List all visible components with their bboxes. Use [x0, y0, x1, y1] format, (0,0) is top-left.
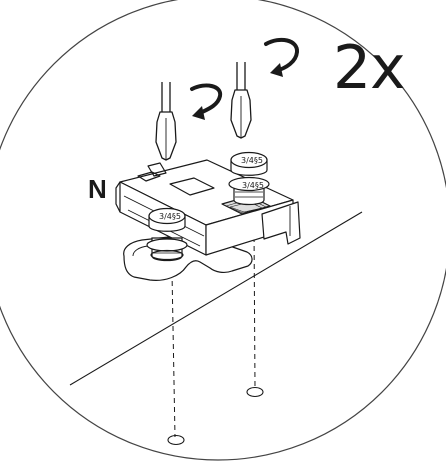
- rotation-arrow-icon: [264, 37, 299, 73]
- screw-right: 3/4§5 3/4§5: [228, 151, 270, 206]
- mounting-plate: [115, 159, 301, 281]
- drill-hole-left: [167, 434, 185, 446]
- side-marker-label: N: [88, 174, 107, 204]
- screw-washer-mark-right: 3/4§5: [242, 181, 264, 190]
- quantity-label: 2x: [333, 33, 406, 103]
- guide-line-right: [253, 227, 256, 389]
- rotation-arrow-head-left: [192, 106, 205, 120]
- rotation-arrow-head-right: [270, 63, 283, 77]
- screw-head-mark-right: 3/4§5: [241, 156, 263, 165]
- rotation-arrow-icon: [190, 83, 223, 116]
- screw-head-mark-left: 3/4§5: [159, 212, 181, 221]
- screwdriver-icon: [230, 62, 252, 139]
- screwdriver-icon: [155, 82, 177, 161]
- panel-edge-line: [69, 211, 363, 386]
- guide-line-left: [171, 271, 176, 438]
- screw-left: 3/4§5: [146, 207, 188, 262]
- drill-hole-right: [246, 386, 264, 398]
